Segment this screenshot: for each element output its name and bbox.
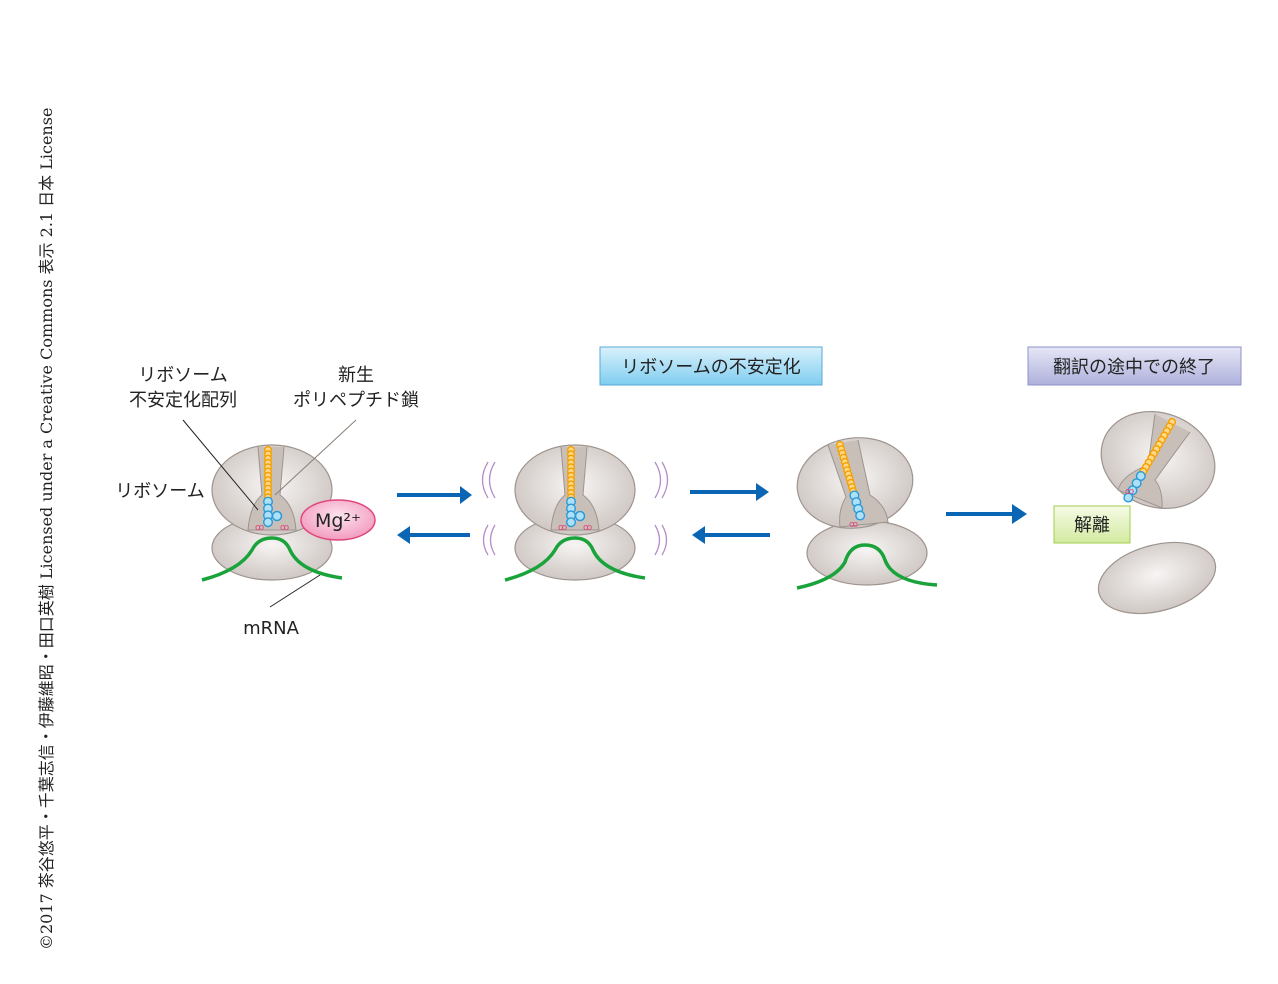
nascent-polypeptide (566, 446, 577, 528)
arrow-head (397, 526, 410, 544)
destabilizing-residue (263, 517, 274, 528)
ribosome-2: ꝏ ꝏ (481, 444, 669, 582)
nascent-polypeptide (1123, 418, 1176, 503)
leader-line (269, 574, 321, 608)
nascent-label-1: 新生 (338, 365, 374, 386)
trna-residue (271, 510, 283, 522)
leader-line (182, 419, 259, 511)
mg-label: Mg²⁺ (315, 510, 361, 532)
destabilizing-residue (1127, 485, 1138, 496)
arrow-head (756, 483, 769, 501)
trna-mark: ꝏ (849, 520, 858, 530)
exit-tunnel (247, 446, 297, 531)
mrna-strand (504, 536, 646, 582)
destabilizing-label-1: リボソーム (138, 365, 227, 386)
trna-residue (574, 510, 586, 522)
trna-mark: ꝏ (1125, 487, 1134, 497)
termination-title: 翻訳の途中での終了 (1053, 357, 1215, 378)
small-subunit (1097, 541, 1217, 615)
dissociation-box (1053, 505, 1131, 544)
termination-title-box (1027, 346, 1242, 386)
trna-mark: ꝏ (583, 523, 592, 533)
arrow-head (460, 486, 472, 504)
destabilization-title: リボソームの不安定化 (621, 357, 800, 378)
destabilizing-residue (566, 517, 577, 528)
mrna-strand (796, 543, 938, 590)
ribosome-4: ꝏ (1097, 410, 1217, 615)
mrna-label: mRNA (243, 618, 300, 639)
trna-mark: ꝏ (558, 523, 567, 533)
leader-line (274, 419, 357, 496)
destabilizing-residue (1123, 492, 1134, 503)
nascent-polypeptide (836, 441, 866, 521)
arrow-head (1012, 504, 1027, 524)
copyright-text: ©2017 茶谷悠平・千葉志信・伊藤維昭・田口英樹 Licensed under… (37, 108, 56, 950)
mg-ion (300, 499, 376, 541)
arrow-head (692, 526, 705, 544)
dissociation-label: 解離 (1074, 515, 1110, 536)
nascent-label-2: ポリペプチド鎖 (293, 390, 419, 411)
mrna-strand (201, 536, 343, 582)
destabilization-title-box (599, 346, 823, 386)
trna-mark: ꝏ (255, 523, 264, 533)
vibration-lines (481, 461, 669, 556)
nascent-polypeptide (263, 446, 274, 528)
destabilizing-residue (855, 510, 866, 521)
small-subunit (806, 520, 928, 586)
trna-mark: ꝏ (280, 523, 289, 533)
destabilizing-residue (1135, 471, 1146, 482)
ribosome-label: リボソーム (115, 481, 204, 502)
ribosome-3: ꝏ (796, 437, 938, 590)
destabilizing-residue (1131, 478, 1142, 489)
destabilizing-label-2: 不安定化配列 (129, 390, 237, 411)
ribosome-1: ꝏ ꝏ Mg²⁺ (201, 444, 376, 582)
exit-tunnel (550, 446, 600, 531)
